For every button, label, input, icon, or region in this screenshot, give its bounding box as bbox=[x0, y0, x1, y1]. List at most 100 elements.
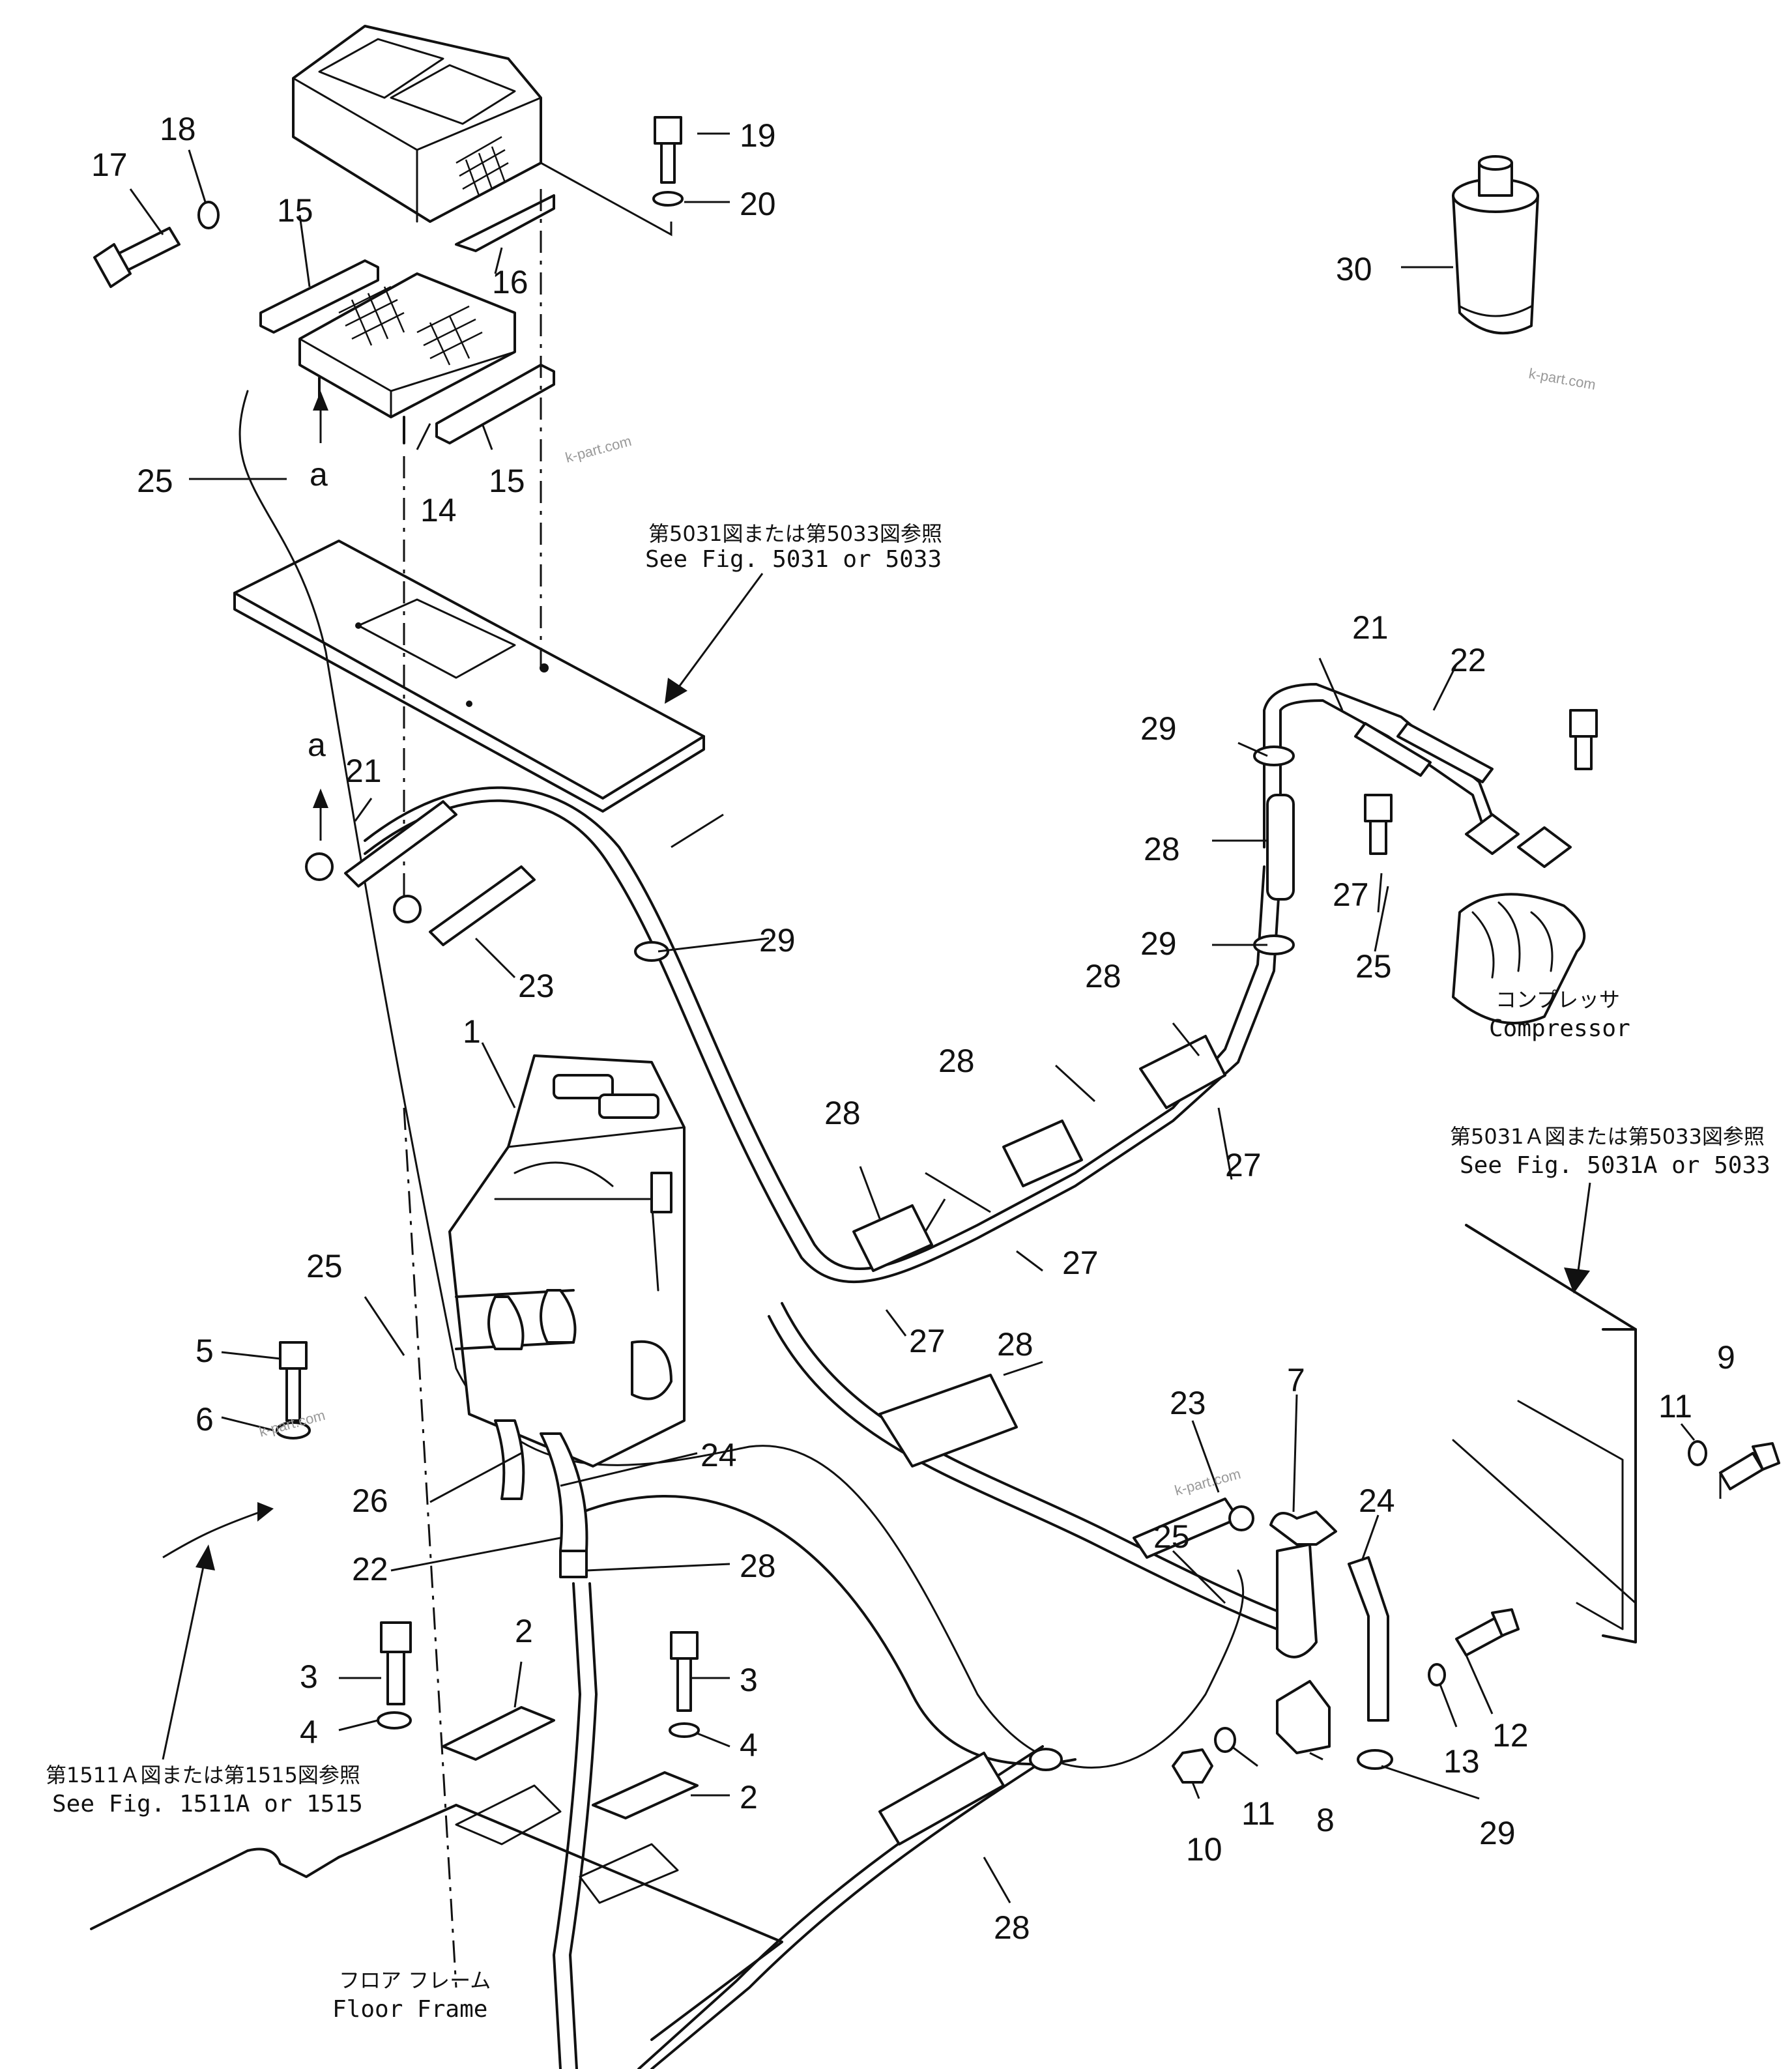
label-28-mid-2: 28 bbox=[938, 1043, 975, 1079]
bolt-5 bbox=[279, 1341, 308, 1422]
watermark-4: k-part.com bbox=[1173, 1466, 1243, 1499]
hose-21-upper bbox=[305, 800, 457, 888]
label-23-left: 23 bbox=[518, 968, 555, 1004]
seal-strips bbox=[259, 259, 555, 444]
label-20: 20 bbox=[740, 186, 776, 222]
reference-notes: 第5031図または第5033図参照 See Fig. 5031 or 5033 … bbox=[46, 521, 1770, 2023]
bolt-9 bbox=[1719, 1442, 1780, 1490]
label-28-mid-4: 28 bbox=[997, 1326, 1033, 1363]
label-30: 30 bbox=[1336, 251, 1372, 287]
label-29-bottom: 29 bbox=[1479, 1815, 1516, 1851]
clamps-29 bbox=[634, 745, 1393, 1771]
label-15-top: 15 bbox=[277, 192, 313, 229]
label-3-right: 3 bbox=[740, 1662, 758, 1698]
label-a-left: a bbox=[308, 727, 326, 763]
label-9: 9 bbox=[1717, 1339, 1735, 1376]
cab-floor-panel bbox=[233, 540, 705, 813]
label-28-mid-1: 28 bbox=[1085, 958, 1121, 994]
ref-1511a-en: See Fig. 1511A or 1515 bbox=[52, 1791, 363, 1817]
label-6: 6 bbox=[195, 1401, 214, 1438]
label-15-mid: 15 bbox=[489, 463, 525, 499]
bolt-12 bbox=[1455, 1608, 1520, 1657]
washer-18 bbox=[197, 201, 220, 229]
label-21-right: 21 bbox=[1352, 609, 1389, 646]
label-18: 18 bbox=[160, 111, 196, 147]
label-16: 16 bbox=[492, 264, 528, 300]
air-conditioner-unit-1 bbox=[448, 1054, 686, 1468]
label-17: 17 bbox=[91, 147, 128, 183]
part-labels: 17 18 15 16 19 20 30 25 a 14 15 a 21 23 … bbox=[91, 111, 1735, 1946]
label-28-mid-3: 28 bbox=[824, 1095, 861, 1131]
label-14: 14 bbox=[420, 492, 457, 528]
label-26: 26 bbox=[352, 1483, 388, 1519]
label-2-left: 2 bbox=[515, 1613, 533, 1649]
washer-4-left bbox=[377, 1711, 412, 1729]
label-4-left: 4 bbox=[300, 1714, 318, 1750]
vent-grille-unit bbox=[298, 272, 516, 444]
clamp-bracket-8 bbox=[1276, 1680, 1331, 1754]
washer-11-lower bbox=[1214, 1727, 1236, 1753]
label-19: 19 bbox=[740, 117, 776, 154]
refrigerant-hoses bbox=[238, 390, 1500, 2069]
floor-frame-jp: フロア フレーム bbox=[339, 1968, 491, 1993]
ref-5031a-jp: 第5031Ａ図または第5033図参照 bbox=[1450, 1124, 1765, 1149]
label-27-mid-1: 27 bbox=[1225, 1147, 1262, 1183]
nut-10 bbox=[1172, 1748, 1213, 1784]
label-27-mid-2: 27 bbox=[1062, 1245, 1099, 1281]
floor-frame-en: Floor Frame bbox=[332, 1996, 487, 2023]
reference-arrows bbox=[162, 391, 1591, 1760]
ref-5031a-en: See Fig. 5031A or 5033 bbox=[1460, 1152, 1770, 1179]
floor-frame bbox=[90, 1784, 783, 2041]
label-24-left: 24 bbox=[701, 1437, 737, 1473]
outlet-cover bbox=[292, 25, 555, 252]
label-1: 1 bbox=[463, 1013, 481, 1050]
label-3-left: 3 bbox=[300, 1658, 318, 1695]
bolt-3-right bbox=[670, 1631, 699, 1712]
label-29-right-mid: 29 bbox=[1140, 925, 1177, 962]
label-24-right: 24 bbox=[1359, 1483, 1395, 1519]
label-28-bottom: 28 bbox=[994, 1909, 1030, 1946]
label-21-left: 21 bbox=[345, 753, 382, 789]
label-7: 7 bbox=[1287, 1362, 1305, 1398]
label-11-lower: 11 bbox=[1241, 1795, 1275, 1832]
side-wall-panel bbox=[1452, 1224, 1637, 1643]
label-4-right: 4 bbox=[740, 1727, 758, 1763]
label-25-right: 25 bbox=[1153, 1518, 1190, 1555]
label-28-left: 28 bbox=[740, 1548, 776, 1584]
label-11-upper: 11 bbox=[1658, 1388, 1692, 1425]
hose-23-right bbox=[1133, 1497, 1254, 1559]
compressor-fittings bbox=[1354, 709, 1598, 868]
label-28-right-top: 28 bbox=[1144, 831, 1180, 867]
washer-13 bbox=[1428, 1663, 1446, 1686]
label-27-mid-3: 27 bbox=[909, 1323, 946, 1359]
leader-lines bbox=[129, 132, 1722, 1903]
label-25-top: 25 bbox=[137, 463, 173, 499]
watermark-2: k-part.com bbox=[1527, 365, 1597, 393]
washer-4-right bbox=[669, 1722, 700, 1738]
washer-11-upper bbox=[1688, 1440, 1707, 1466]
label-8: 8 bbox=[1316, 1802, 1335, 1838]
label-10: 10 bbox=[1186, 1831, 1222, 1868]
label-2-right: 2 bbox=[740, 1779, 758, 1816]
label-13: 13 bbox=[1443, 1743, 1480, 1780]
protectors-28 bbox=[852, 794, 1295, 1845]
compressor-jp: コンプレッサ bbox=[1496, 987, 1620, 1012]
ref-5031-en: See Fig. 5031 or 5033 bbox=[645, 546, 942, 573]
label-a-top: a bbox=[310, 456, 328, 493]
label-22-left: 22 bbox=[352, 1551, 388, 1587]
label-29-left: 29 bbox=[759, 922, 796, 959]
ref-1511a-jp: 第1511Ａ図または第1515図参照 bbox=[46, 1763, 360, 1787]
washer-20 bbox=[652, 191, 684, 207]
bolt-19 bbox=[654, 116, 682, 184]
washer-6 bbox=[276, 1421, 311, 1440]
compressor bbox=[1452, 893, 1586, 1024]
hose-23-upper bbox=[393, 865, 536, 946]
label-29-right-top: 29 bbox=[1140, 710, 1177, 747]
bolt-17 bbox=[93, 227, 181, 288]
label-5: 5 bbox=[195, 1333, 214, 1369]
receiver-dryer-30 bbox=[1452, 155, 1539, 335]
compressor-en: Compressor bbox=[1489, 1015, 1630, 1042]
label-25-right-top: 25 bbox=[1355, 948, 1392, 985]
ref-5031-jp: 第5031図または第5033図参照 bbox=[648, 521, 942, 546]
